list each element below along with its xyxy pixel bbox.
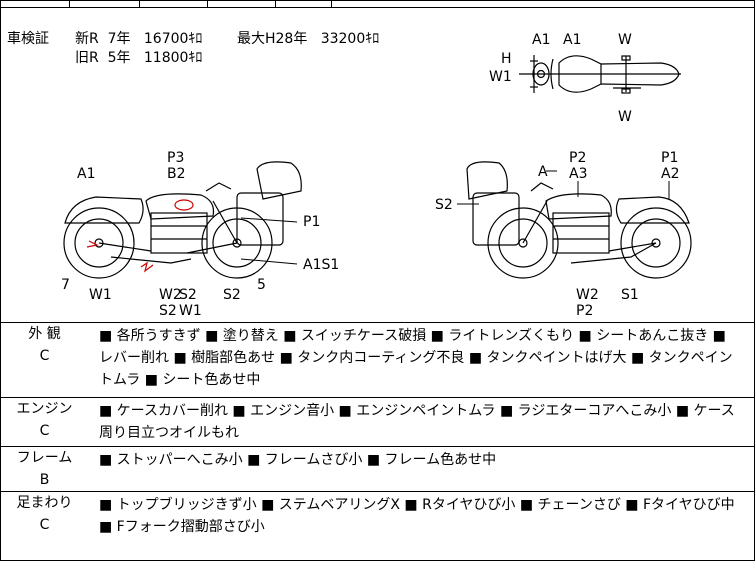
- label-s1-right: S1: [621, 287, 639, 303]
- label-p2-bottom: P2: [576, 303, 593, 319]
- shaken-old: 旧R 5年 11800ｷﾛ: [75, 50, 203, 66]
- label-w-bottom: W: [618, 109, 632, 125]
- label-5: 5: [257, 277, 266, 293]
- condition-title: フレーム: [16, 450, 73, 466]
- label-s2-left-c: S2: [223, 287, 241, 303]
- condition-grade: C: [39, 517, 50, 533]
- label-w2-left: W2: [159, 287, 182, 303]
- label-w1-top: W1: [489, 69, 512, 85]
- motorcycle-left-view: [63, 161, 302, 279]
- label-b2: B2: [167, 166, 186, 182]
- label-w2-right: W2: [576, 287, 599, 303]
- label-a1s1: A1S1: [303, 257, 339, 273]
- label-a1-left: A1: [77, 166, 95, 182]
- label-7: 7: [61, 277, 70, 293]
- condition-title: 足まわり: [16, 495, 73, 511]
- label-p3: P3: [167, 150, 184, 166]
- motorcycle-top-view: [519, 55, 681, 94]
- condition-text: ■ 各所うすきず ■ 塗り替え ■ スイッチケース破損 ■ ライトレンズくもり …: [99, 328, 733, 388]
- label-s2-left-b: S2: [159, 303, 177, 319]
- label-p1-left: P1: [303, 214, 320, 230]
- label-w1-left-b: W1: [179, 303, 202, 319]
- label-p1-right: P1: [661, 150, 678, 166]
- condition-exterior: 外 観 C ■ 各所うすきず ■ 塗り替え ■ スイッチケース破損 ■ ライトレ…: [1, 322, 755, 397]
- condition-grade: C: [39, 423, 50, 439]
- label-a2: A2: [661, 166, 679, 182]
- condition-suspension: 足まわり C ■ トップブリッジきず小 ■ ステムベアリングX ■ Rタイヤひび…: [1, 491, 755, 561]
- label-s2-right: S2: [435, 197, 453, 213]
- condition-frame: フレーム B ■ ストッパーへこみ小 ■ フレームさび小 ■ フレーム色あせ中: [1, 446, 755, 491]
- label-a1-top-left: A1: [532, 32, 550, 48]
- condition-text: ■ ケースカバー削れ ■ エンジン音小 ■ エンジンペイントムラ ■ ラジエター…: [99, 403, 735, 441]
- top-table-edge: [1, 1, 754, 8]
- condition-text: ■ トップブリッジきず小 ■ ステムベアリングX ■ Rタイヤひび小 ■ チェー…: [99, 497, 735, 535]
- label-s2-left-a: S2: [179, 287, 197, 303]
- condition-grade: C: [39, 348, 50, 364]
- label-h: H: [501, 51, 512, 67]
- shaken-max: 最大H28年 33200ｷﾛ: [237, 31, 380, 47]
- damage-diagram: A1 A1 W H W1 W P3 B2 A1 P1 A1S1 7 W1 W2 …: [61, 32, 692, 319]
- motorcycle-right-view: [466, 161, 692, 279]
- condition-title: エンジン: [16, 401, 73, 417]
- condition-text: ■ ストッパーへこみ小 ■ フレームさび小 ■ フレーム色あせ中: [99, 452, 497, 468]
- condition-title: 外 観: [28, 326, 61, 342]
- label-a3: A3: [569, 166, 587, 182]
- condition-grade: B: [39, 472, 50, 488]
- label-w-top: W: [618, 32, 632, 48]
- label-p2-top: P2: [569, 150, 586, 166]
- shaken-new: 新R 7年 16700ｷﾛ: [75, 31, 203, 47]
- label-a: A: [538, 164, 548, 180]
- condition-engine: エンジン C ■ ケースカバー削れ ■ エンジン音小 ■ エンジンペイントムラ …: [1, 397, 755, 446]
- label-w1-left: W1: [89, 287, 112, 303]
- shaken-label: 車検証: [7, 31, 49, 47]
- label-a1-top-right: A1: [563, 32, 581, 48]
